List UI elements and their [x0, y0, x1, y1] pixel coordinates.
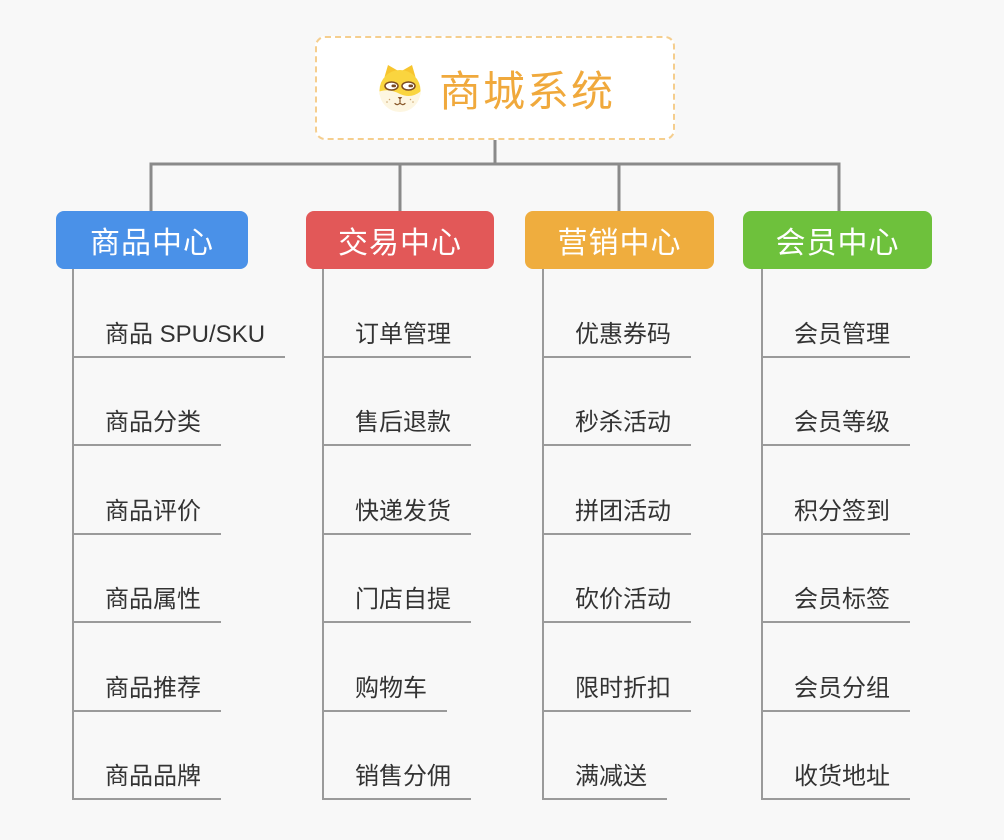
leaf-node[interactable]: 商品推荐 — [74, 623, 221, 712]
leaf-node[interactable]: 商品评价 — [74, 446, 221, 535]
branch-label: 营销中心 — [557, 227, 682, 260]
leaf-node[interactable]: 购物车 — [324, 623, 447, 712]
branch-column-trade-center: 交易中心 订单管理 售后退款 快递发货 门店自提 购物车 销售分佣 — [306, 211, 494, 800]
leaf-node[interactable]: 积分签到 — [763, 446, 910, 535]
leaf-node[interactable]: 会员等级 — [763, 358, 910, 446]
leaf-node[interactable]: 门店自提 — [324, 535, 471, 623]
branch-column-member-center: 会员中心 会员管理 会员等级 积分签到 会员标签 会员分组 收货地址 — [743, 211, 932, 800]
leaf-node[interactable]: 商品 SPU/SKU — [74, 269, 286, 358]
branch-node-product-center[interactable]: 商品中心 — [56, 211, 248, 269]
leaf-node[interactable]: 售后退款 — [324, 358, 471, 446]
leaf-node[interactable]: 商品品牌 — [74, 712, 221, 800]
leaf-node[interactable]: 秒杀活动 — [544, 358, 691, 446]
branch-node-trade-center[interactable]: 交易中心 — [306, 211, 494, 269]
leaf-node[interactable]: 砍价活动 — [544, 535, 691, 623]
branch-node-member-center[interactable]: 会员中心 — [743, 211, 932, 269]
children-list-trade-center: 订单管理 售后退款 快递发货 门店自提 购物车 销售分佣 — [322, 269, 471, 800]
branch-column-product-center: 商品中心 商品 SPU/SKU 商品分类 商品评价 商品属性 商品推荐 商品品牌 — [56, 211, 286, 800]
leaf-node[interactable]: 收货地址 — [763, 712, 910, 800]
branch-node-marketing-center[interactable]: 营销中心 — [525, 211, 714, 269]
children-list-product-center: 商品 SPU/SKU 商品分类 商品评价 商品属性 商品推荐 商品品牌 — [72, 269, 286, 800]
leaf-node[interactable]: 订单管理 — [324, 269, 471, 358]
root-node-mall-system[interactable]: 商城系统 — [315, 36, 675, 140]
leaf-node[interactable]: 会员标签 — [763, 535, 910, 623]
leaf-node[interactable]: 商品属性 — [74, 535, 221, 623]
leaf-node[interactable]: 优惠券码 — [544, 269, 691, 358]
leaf-node[interactable]: 拼团活动 — [544, 446, 691, 535]
leaf-node[interactable]: 会员分组 — [763, 623, 910, 712]
branch-column-marketing-center: 营销中心 优惠券码 秒杀活动 拼团活动 砍价活动 限时折扣 满减送 — [525, 211, 714, 800]
children-list-marketing-center: 优惠券码 秒杀活动 拼团活动 砍价活动 限时折扣 满减送 — [542, 269, 691, 800]
dog-logo-icon — [379, 65, 421, 112]
leaf-node[interactable]: 限时折扣 — [544, 623, 691, 712]
root-node-title: 商城系统 — [438, 67, 615, 115]
branch-label: 会员中心 — [775, 227, 900, 260]
branch-label: 商品中心 — [90, 227, 214, 260]
branch-label: 交易中心 — [338, 227, 462, 260]
leaf-node[interactable]: 满减送 — [544, 712, 667, 800]
leaf-node[interactable]: 会员管理 — [763, 269, 910, 358]
leaf-node[interactable]: 快递发货 — [324, 446, 471, 535]
leaf-node[interactable]: 销售分佣 — [324, 712, 471, 800]
leaf-node[interactable]: 商品分类 — [74, 358, 221, 446]
children-list-member-center: 会员管理 会员等级 积分签到 会员标签 会员分组 收货地址 — [761, 269, 910, 800]
